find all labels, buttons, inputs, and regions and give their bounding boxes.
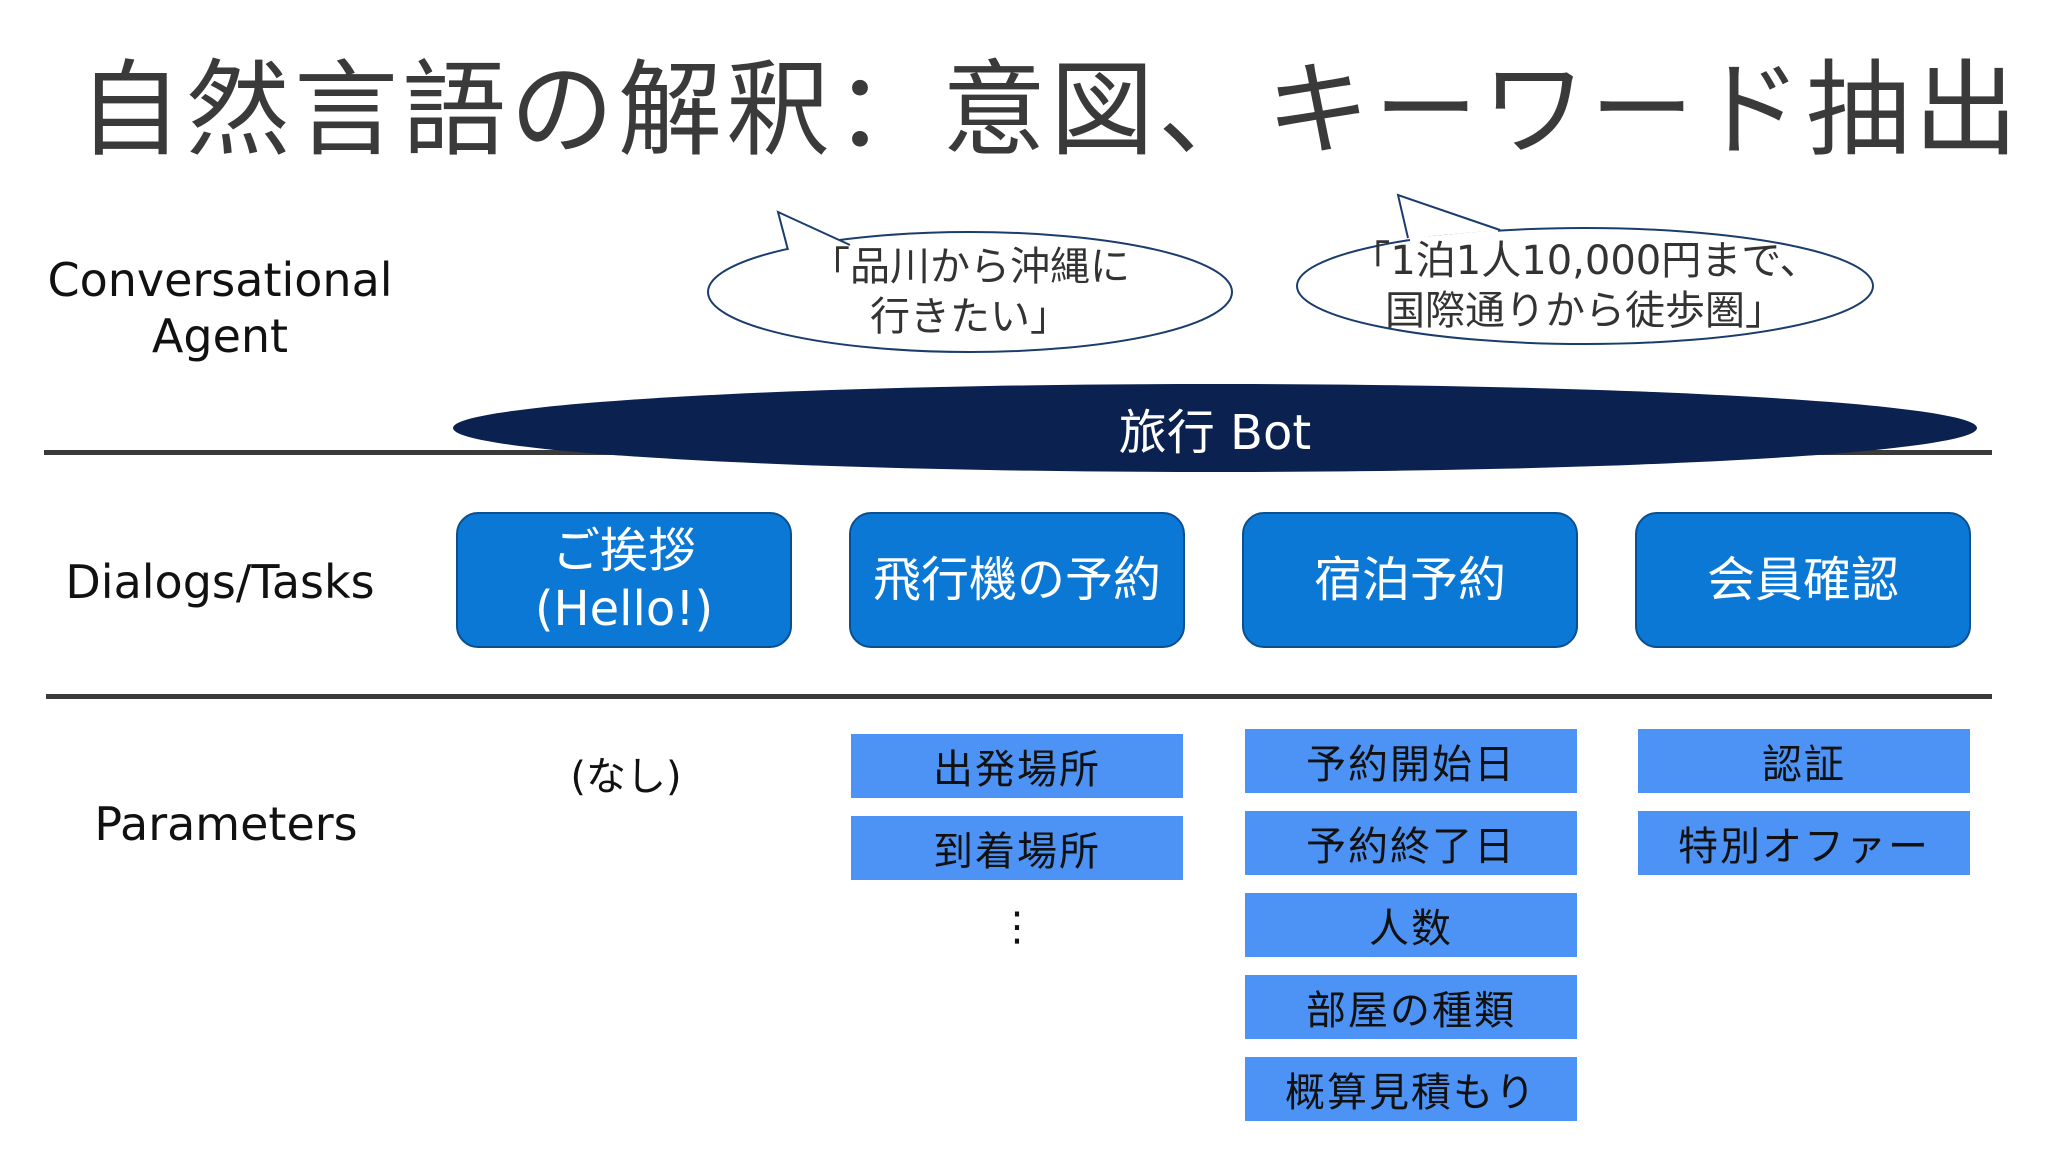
speech-bubble-2-shape xyxy=(1296,193,1874,345)
page-title: 自然言語の解釈：意図、キーワード抽出 xyxy=(78,49,2023,171)
param-arrival: 到着場所 xyxy=(851,816,1183,880)
param-room-type: 部屋の種類 xyxy=(1245,975,1577,1039)
task-hotel-booking: 宿泊予約 xyxy=(1242,512,1578,648)
param-departure: 出発場所 xyxy=(851,734,1183,798)
speech-bubble-1-text: 「品川から沖縄に 行きたい」 xyxy=(810,244,1130,340)
divider-bottom xyxy=(46,694,1992,699)
bot-label: 旅行 Bot xyxy=(1118,405,1312,461)
param-guests: 人数 xyxy=(1245,893,1577,957)
flight-params: 出発場所 到着場所 xyxy=(851,734,1183,898)
row-label-params: Parameters xyxy=(94,797,358,851)
row-label-agent: Conversational Agent xyxy=(47,253,393,363)
param-none: (なし) xyxy=(570,754,682,800)
bot-ellipse: 旅行 Bot xyxy=(450,380,1980,476)
param-checkout-date: 予約終了日 xyxy=(1245,811,1577,875)
param-checkin-date: 予約開始日 xyxy=(1245,729,1577,793)
task-member-check: 会員確認 xyxy=(1635,512,1971,648)
speech-bubble-2-text: 「1泊1人10,000円まで、 国際通りから徒歩圏」 xyxy=(1350,238,1820,334)
member-params: 認証 特別オファー xyxy=(1638,729,1970,893)
param-auth: 認証 xyxy=(1638,729,1970,793)
hotel-params: 予約開始日 予約終了日 人数 部屋の種類 概算見積もり xyxy=(1245,729,1577,1139)
param-estimate: 概算見積もり xyxy=(1245,1057,1577,1121)
param-special-offer: 特別オファー xyxy=(1638,811,1970,875)
speech-bubble-1: 「品川から沖縄に 行きたい」 xyxy=(700,200,1240,360)
task-flight-booking: 飛行機の予約 xyxy=(849,512,1185,648)
flight-params-ellipsis: ⋮ xyxy=(997,904,1037,950)
bot-ellipse-shape xyxy=(453,384,1977,472)
speech-bubble-2: 「1泊1人10,000円まで、 国際通りから徒歩圏」 xyxy=(1290,190,1880,350)
task-hello: ご挨拶 (Hello!) xyxy=(456,512,792,648)
speech-bubble-1-shape xyxy=(707,210,1233,353)
row-label-tasks: Dialogs/Tasks xyxy=(65,555,375,609)
